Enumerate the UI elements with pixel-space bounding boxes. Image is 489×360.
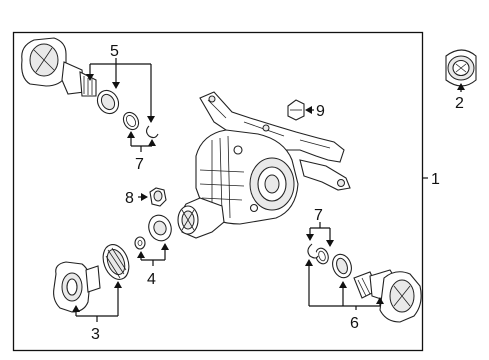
callout-5: 5 (110, 43, 119, 60)
callout-9: 9 (316, 103, 325, 120)
pinion-seal-part-4[interactable] (145, 212, 175, 244)
snap-ring-bottom[interactable] (307, 243, 319, 259)
o-ring-bottom[interactable] (314, 246, 331, 265)
bushing-part-2[interactable] (445, 49, 477, 87)
bearing-part-3[interactable] (99, 241, 134, 283)
callout-4: 4 (147, 271, 156, 288)
washer-part-4[interactable] (134, 236, 146, 250)
callout-8: 8 (125, 190, 134, 207)
callout-7-bottom: 7 (314, 207, 323, 224)
drain-plug-part-8[interactable] (149, 187, 167, 207)
callout-6: 6 (350, 315, 359, 332)
cv-joint-right[interactable] (353, 269, 422, 323)
breather-part-9[interactable] (287, 99, 305, 121)
companion-flange-part-3[interactable] (53, 261, 101, 313)
o-ring-top[interactable] (120, 110, 141, 133)
assembly-frame (12, 31, 424, 352)
callout-7-top: 7 (135, 156, 144, 173)
seal-ring-bottom[interactable] (329, 252, 354, 281)
cv-joint-left[interactable] (21, 37, 97, 97)
seal-ring-top[interactable] (93, 87, 122, 118)
snap-ring-top[interactable] (145, 125, 159, 139)
callout-1: 1 (431, 171, 440, 188)
callout-3: 3 (91, 326, 100, 343)
callout-2: 2 (455, 95, 464, 112)
differential-housing[interactable] (177, 91, 351, 239)
